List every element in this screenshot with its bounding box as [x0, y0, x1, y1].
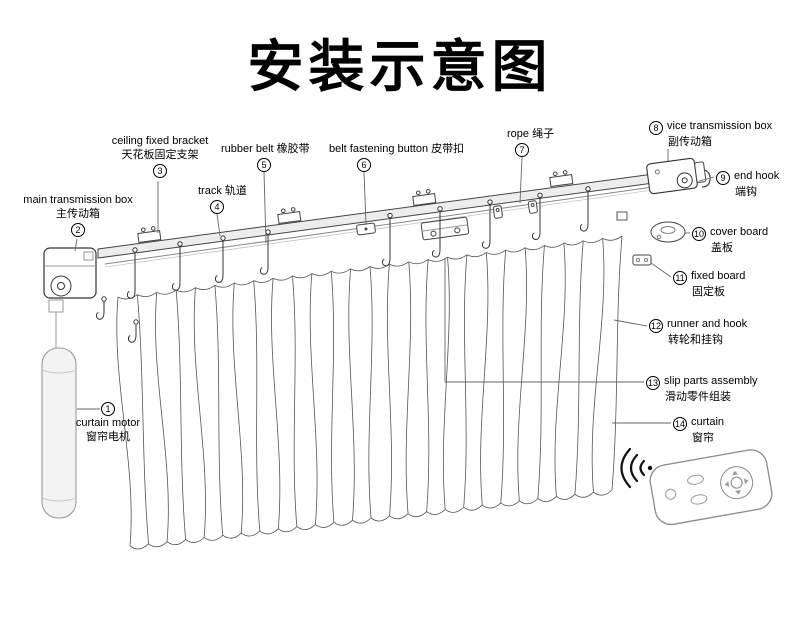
label-en: main transmission box	[23, 194, 133, 206]
ceiling-bracket	[137, 226, 162, 244]
label-slip-parts-assembly: 13 slip parts assembly 滑动零件组装	[646, 374, 758, 404]
label-number: 9	[716, 171, 730, 185]
label-en: curtain motor	[75, 417, 141, 429]
wireless-signal-icon	[620, 447, 653, 489]
remote-control	[649, 449, 773, 526]
label-en: end hook	[734, 170, 780, 182]
belt-fastening-button-part	[356, 222, 376, 236]
curtain-pleats	[116, 235, 623, 550]
label-en: vice transmission box	[667, 120, 773, 132]
label-number: 8	[649, 121, 663, 135]
rubber-belt-line	[104, 185, 661, 265]
curtain-motor-part	[41, 299, 77, 519]
label-track: track 轨道 4	[198, 184, 247, 214]
label-zh: 天花板固定支架	[121, 149, 199, 161]
remote-button	[690, 494, 708, 505]
label-zh: 轨道	[224, 185, 247, 197]
label-ceiling-fixed-bracket: ceiling fixed bracket 天花板固定支架 3	[104, 134, 216, 178]
remote-button	[687, 474, 704, 485]
label-runner-and-hook: 12 runner and hook 转轮和挂钩	[649, 317, 747, 347]
rope-hook-part	[492, 205, 503, 219]
end-hook-part	[701, 169, 711, 188]
ceiling-bracket	[549, 170, 574, 188]
label-zh: 副传动箱	[668, 136, 712, 148]
cover-board-part	[650, 221, 686, 243]
label-number: 10	[692, 227, 706, 241]
label-rope: rope 绳子 7	[507, 127, 554, 157]
label-vice-transmission-box: 8 vice transmission box 副传动箱	[649, 119, 772, 149]
rope-hook-part	[527, 200, 538, 214]
label-zh: 窗帘	[692, 432, 714, 444]
label-en: rope	[507, 128, 530, 140]
label-zh: 橡胶带	[276, 143, 310, 155]
ceiling-bracket	[277, 207, 302, 225]
label-zh: 皮带扣	[431, 143, 465, 155]
label-number: 13	[646, 376, 660, 390]
ceiling-bracket	[412, 189, 437, 207]
label-curtain-motor: 1 curtain motor 窗帘电机	[66, 400, 150, 444]
label-en: rubber belt	[221, 143, 274, 155]
label-number: 3	[153, 164, 167, 178]
label-main-transmission-box: main transmission box 主传动箱 2	[22, 193, 134, 237]
label-number: 6	[357, 158, 371, 172]
label-zh: 固定板	[692, 286, 725, 298]
leader-lines	[74, 149, 715, 424]
label-cover-board: 10 cover board 盖板	[692, 225, 768, 255]
label-en: runner and hook	[667, 318, 748, 330]
runner-and-hook-parts	[95, 186, 591, 343]
remote-button	[665, 488, 677, 500]
label-belt-fastening-button: belt fastening button 皮带扣 6	[329, 142, 464, 172]
label-number: 14	[673, 417, 687, 431]
arrow-right-icon	[743, 478, 749, 485]
label-number: 1	[101, 402, 115, 416]
label-zh: 滑动零件组装	[665, 391, 731, 403]
label-fixed-board: 11 fixed board 固定板	[673, 269, 745, 299]
label-en: track	[198, 185, 222, 197]
label-number: 7	[515, 143, 529, 157]
label-en: slip parts assembly	[664, 375, 758, 387]
label-number: 5	[257, 158, 271, 172]
rubber-belt-line-2	[104, 188, 661, 268]
fixed-board-part	[632, 254, 652, 266]
label-zh: 盖板	[711, 242, 733, 254]
label-end-hook: 9 end hook 端钩	[716, 169, 779, 199]
label-number: 12	[649, 319, 663, 333]
label-zh: 主传动箱	[56, 208, 100, 220]
label-en: ceiling fixed bracket	[111, 135, 209, 147]
label-number: 11	[673, 271, 687, 285]
arrow-up-icon	[732, 470, 739, 476]
arrow-left-icon	[724, 481, 730, 488]
arrow-down-icon	[735, 490, 741, 495]
slip-parts-assembly-part	[420, 216, 470, 241]
label-en: cover board	[710, 226, 769, 238]
label-en: curtain	[691, 416, 725, 428]
label-en: belt fastening button	[329, 143, 429, 155]
label-zh: 转轮和挂钩	[668, 334, 723, 346]
vice-transmission-box-part	[646, 157, 707, 195]
label-zh: 绳子	[532, 128, 555, 140]
label-number: 2	[71, 223, 85, 237]
main-transmission-box-part	[43, 247, 97, 299]
small-bracket-part	[616, 211, 628, 221]
label-rubber-belt: rubber belt 橡胶带 5	[221, 142, 310, 172]
label-number: 4	[210, 200, 224, 214]
label-zh: 窗帘电机	[86, 431, 130, 443]
label-en: fixed board	[691, 270, 746, 282]
page-title: 安装示意图	[247, 35, 553, 98]
label-zh: 端钩	[735, 186, 757, 198]
label-curtain: 14 curtain 窗帘	[673, 415, 724, 445]
